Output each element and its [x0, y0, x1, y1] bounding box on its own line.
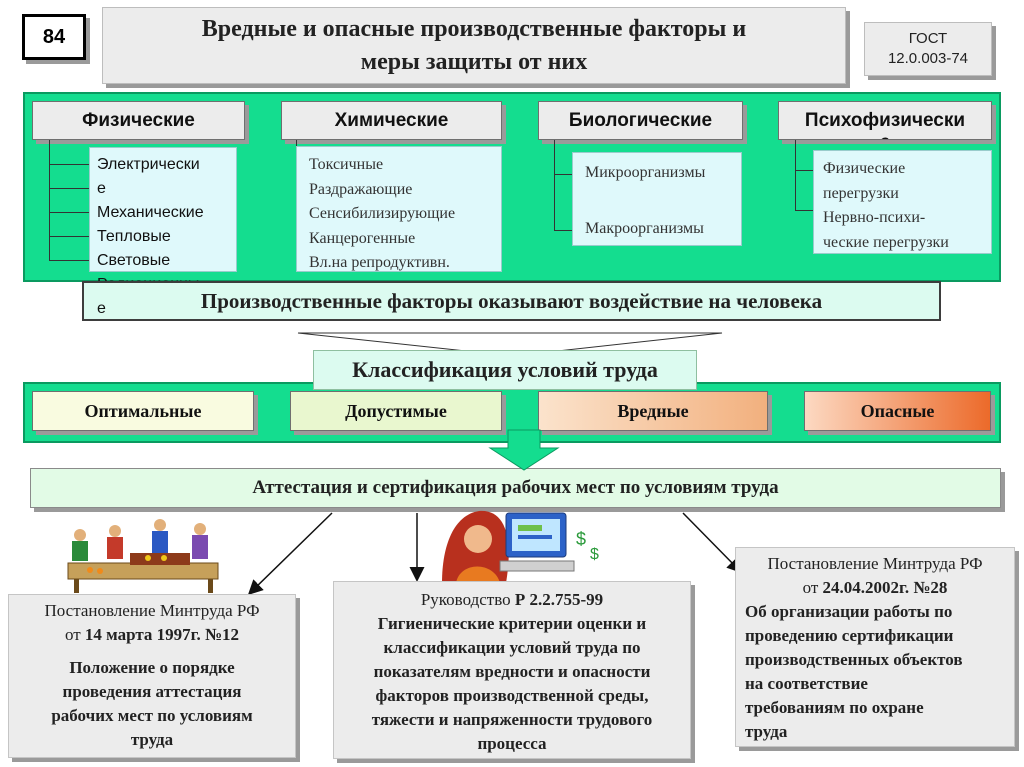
- category-psychophysical-wrap: е: [779, 132, 991, 139]
- list-item: ческие перегрузки: [823, 233, 949, 251]
- list-item: Электрически: [97, 156, 200, 173]
- doc-left-body: Положение о порядке проведения аттестаци…: [51, 658, 253, 749]
- list-item: Световые: [97, 252, 171, 269]
- category-physical: Физическиe: [32, 101, 245, 140]
- attestation-banner: Аттестация и сертификация рабочих мест п…: [30, 468, 1001, 508]
- doc-right-line1: Постановление Минтруда РФ: [767, 554, 983, 573]
- psychophysical-factors-list: Физические перегрузки Нервно-психи- ческ…: [813, 150, 992, 254]
- gost-line-2: 12.0.003-74: [887, 50, 969, 67]
- category-chemical: Химические: [281, 101, 502, 140]
- document-right: Постановление Минтруда РФ от 24.04.2002г…: [735, 547, 1015, 747]
- doc-left-line2: от 14 марта 1997г. №12: [64, 625, 240, 644]
- condition-dangerous: Опасные: [804, 391, 991, 431]
- list-item: Физические: [823, 160, 906, 177]
- doc-center-body: Гигиенические критерии оценки и классифи…: [371, 614, 653, 753]
- category-psychophysical-label: Психофизически: [804, 110, 966, 131]
- document-left: Постановление Минтруда РФ от 14 марта 19…: [8, 594, 296, 758]
- list-item: Механические: [97, 204, 204, 221]
- doc-right-line2: от 24.04.2002г. №28: [802, 578, 948, 597]
- condition-acceptable: Допустимые: [290, 391, 502, 431]
- category-psychophysical: Психофизически е: [778, 101, 992, 140]
- condition-optimal: Оптимальные: [32, 391, 254, 431]
- list-item: Тепловые: [97, 228, 171, 245]
- classification-title: Классификация условий труда: [313, 350, 697, 390]
- list-item: е: [97, 180, 106, 197]
- svg-text:$: $: [576, 529, 586, 549]
- doc-left-line1: Постановление Минтруда РФ: [44, 601, 260, 620]
- document-center: Руководство Р 2.2.755-99 Гигиенические к…: [333, 581, 691, 759]
- gost-line-1: ГОСТ: [908, 30, 948, 47]
- title-line-1: Вредные и опасные производственные факто…: [201, 15, 747, 42]
- condition-harmful: Вредные: [538, 391, 768, 431]
- computer-worker-illustration: $ $: [442, 510, 599, 583]
- list-item: Вл.на репродуктивн.: [309, 254, 450, 271]
- slide-number: 84: [22, 14, 86, 60]
- doc-right-body: Об организации работы по проведению серт…: [745, 602, 963, 741]
- funnel-arrow: [297, 332, 723, 357]
- document-arrows: [247, 512, 743, 595]
- impact-banner: Производственные факторы оказывают возде…: [82, 281, 941, 321]
- list-item: перегрузки: [823, 184, 899, 202]
- slide-title: Вредные и опасные производственные факто…: [102, 7, 846, 84]
- gost-reference: ГОСТ 12.0.003-74: [864, 22, 992, 76]
- list-item: Микроорганизмы: [585, 164, 706, 181]
- doc-center-line1: Руководство Р 2.2.755-99: [420, 590, 604, 609]
- list-item: е: [97, 300, 106, 317]
- list-item: Токсичные: [309, 156, 384, 173]
- workers-illustration: [67, 519, 219, 593]
- down-arrow: [488, 429, 560, 471]
- biological-factors-list: Микроорганизмы Макроорганизмы: [572, 152, 742, 246]
- chemical-factors-list: Токсичные Раздражающие Сенсибилизирующие…: [296, 146, 502, 272]
- title-line-2: меры защиты от них: [360, 48, 588, 75]
- category-biological: Биологические: [538, 101, 743, 140]
- list-item: Нервно-психи-: [823, 209, 926, 226]
- list-item: Раздражающие: [309, 180, 413, 198]
- list-item: Сенсибилизирующие: [309, 205, 456, 222]
- physical-factors-list: Электрически е Механические Тепловые Све…: [89, 147, 237, 317]
- list-item: Канцерогенные: [309, 229, 416, 247]
- svg-text:$: $: [590, 546, 599, 563]
- list-item: Макроорганизмы: [585, 219, 704, 237]
